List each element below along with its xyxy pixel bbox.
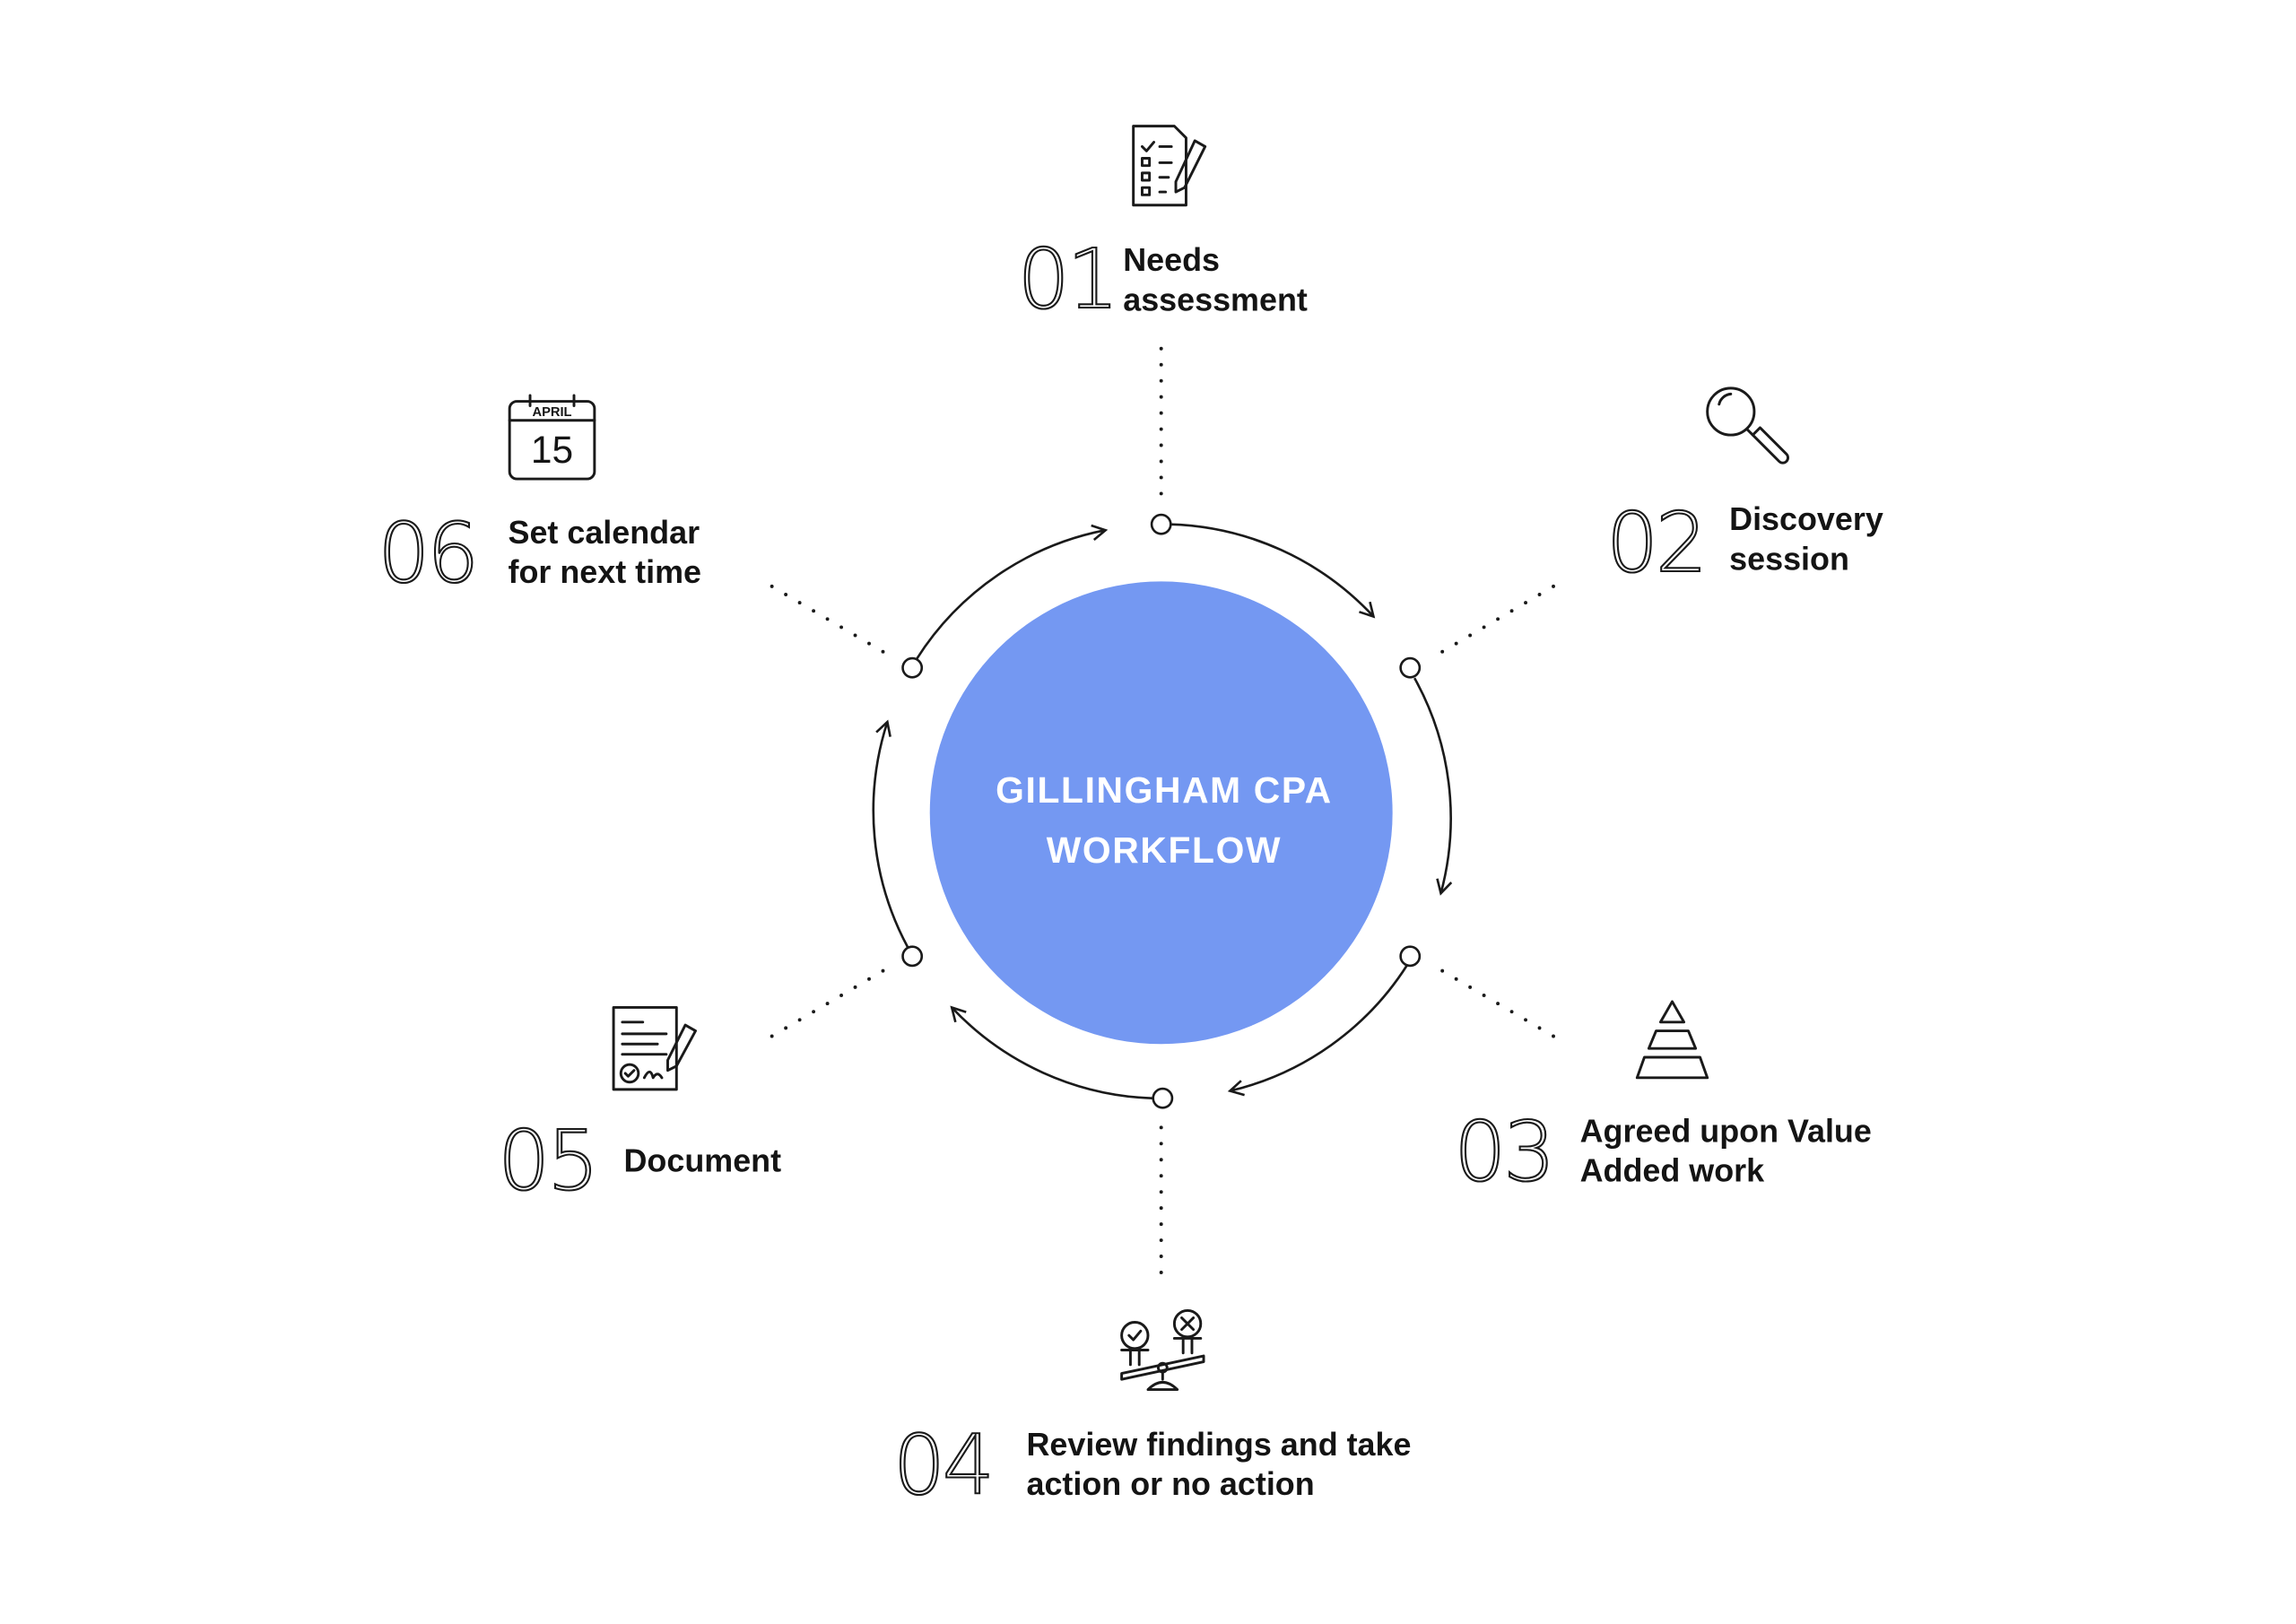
- step-label-line1: Agreed upon Value: [1580, 1113, 1872, 1150]
- step-06: APRIL 15 06 Set calendar for next time: [377, 394, 701, 602]
- step-label-line1: Discovery: [1729, 500, 1883, 537]
- step-label-line1: Review findings and take: [1026, 1426, 1411, 1463]
- step-number: 02: [1606, 495, 1705, 591]
- calendar-day: 15: [531, 429, 573, 471]
- dotted-connectors: [756, 346, 1569, 1285]
- cycle-nodes: [901, 513, 1422, 1109]
- balance-scale-icon: [1120, 1308, 1205, 1392]
- step-number: 03: [1454, 1104, 1552, 1200]
- step-label-line1: Document: [624, 1142, 782, 1178]
- step-label-line1: Needs: [1123, 241, 1220, 278]
- arrow-06-to-01: [915, 524, 1109, 660]
- center-hub: GILLINGHAM CPA WORKFLOW: [929, 581, 1393, 1045]
- step-label-line2: Added work: [1580, 1152, 1765, 1189]
- step-03: 03 Agreed upon Value Added work: [1453, 1000, 1872, 1201]
- magnifier-icon: [1706, 386, 1789, 465]
- arrow-01-to-02: [1170, 523, 1376, 619]
- checklist-icon: [1132, 125, 1207, 207]
- cycle-arrows: [872, 523, 1453, 1099]
- step-05: 05 Document: [497, 1005, 782, 1210]
- pyramid-icon: [1635, 1000, 1709, 1080]
- step-label-line2: session: [1729, 540, 1849, 577]
- step-number: 05: [498, 1113, 596, 1209]
- hub-title-line1: GILLINGHAM CPA: [996, 769, 1333, 811]
- step-01: 01 Needs assessment: [1017, 125, 1308, 328]
- step-label-line2: for next time: [509, 553, 701, 590]
- hub-title-line2: WORKFLOW: [1047, 829, 1282, 871]
- calendar-month: APRIL: [532, 405, 571, 420]
- step-number: 04: [893, 1417, 992, 1513]
- step-label-line2: action or no action: [1026, 1465, 1314, 1502]
- signed-document-icon: [612, 1005, 697, 1091]
- arrow-05-to-06: [872, 719, 909, 949]
- step-02: 02 Discovery session: [1605, 386, 1883, 592]
- arrow-02-to-03: [1413, 677, 1453, 896]
- calendar-icon: APRIL 15: [508, 394, 596, 481]
- arrow-04-to-05: [950, 1005, 1152, 1099]
- step-label-line1: Set calendar: [509, 514, 700, 551]
- arrow-03-to-04: [1227, 964, 1409, 1097]
- step-number: 06: [378, 505, 476, 601]
- step-label-line2: assessment: [1123, 281, 1308, 317]
- step-04: 04 Review findings and take action or no…: [892, 1308, 1411, 1515]
- step-number: 01: [1018, 231, 1117, 327]
